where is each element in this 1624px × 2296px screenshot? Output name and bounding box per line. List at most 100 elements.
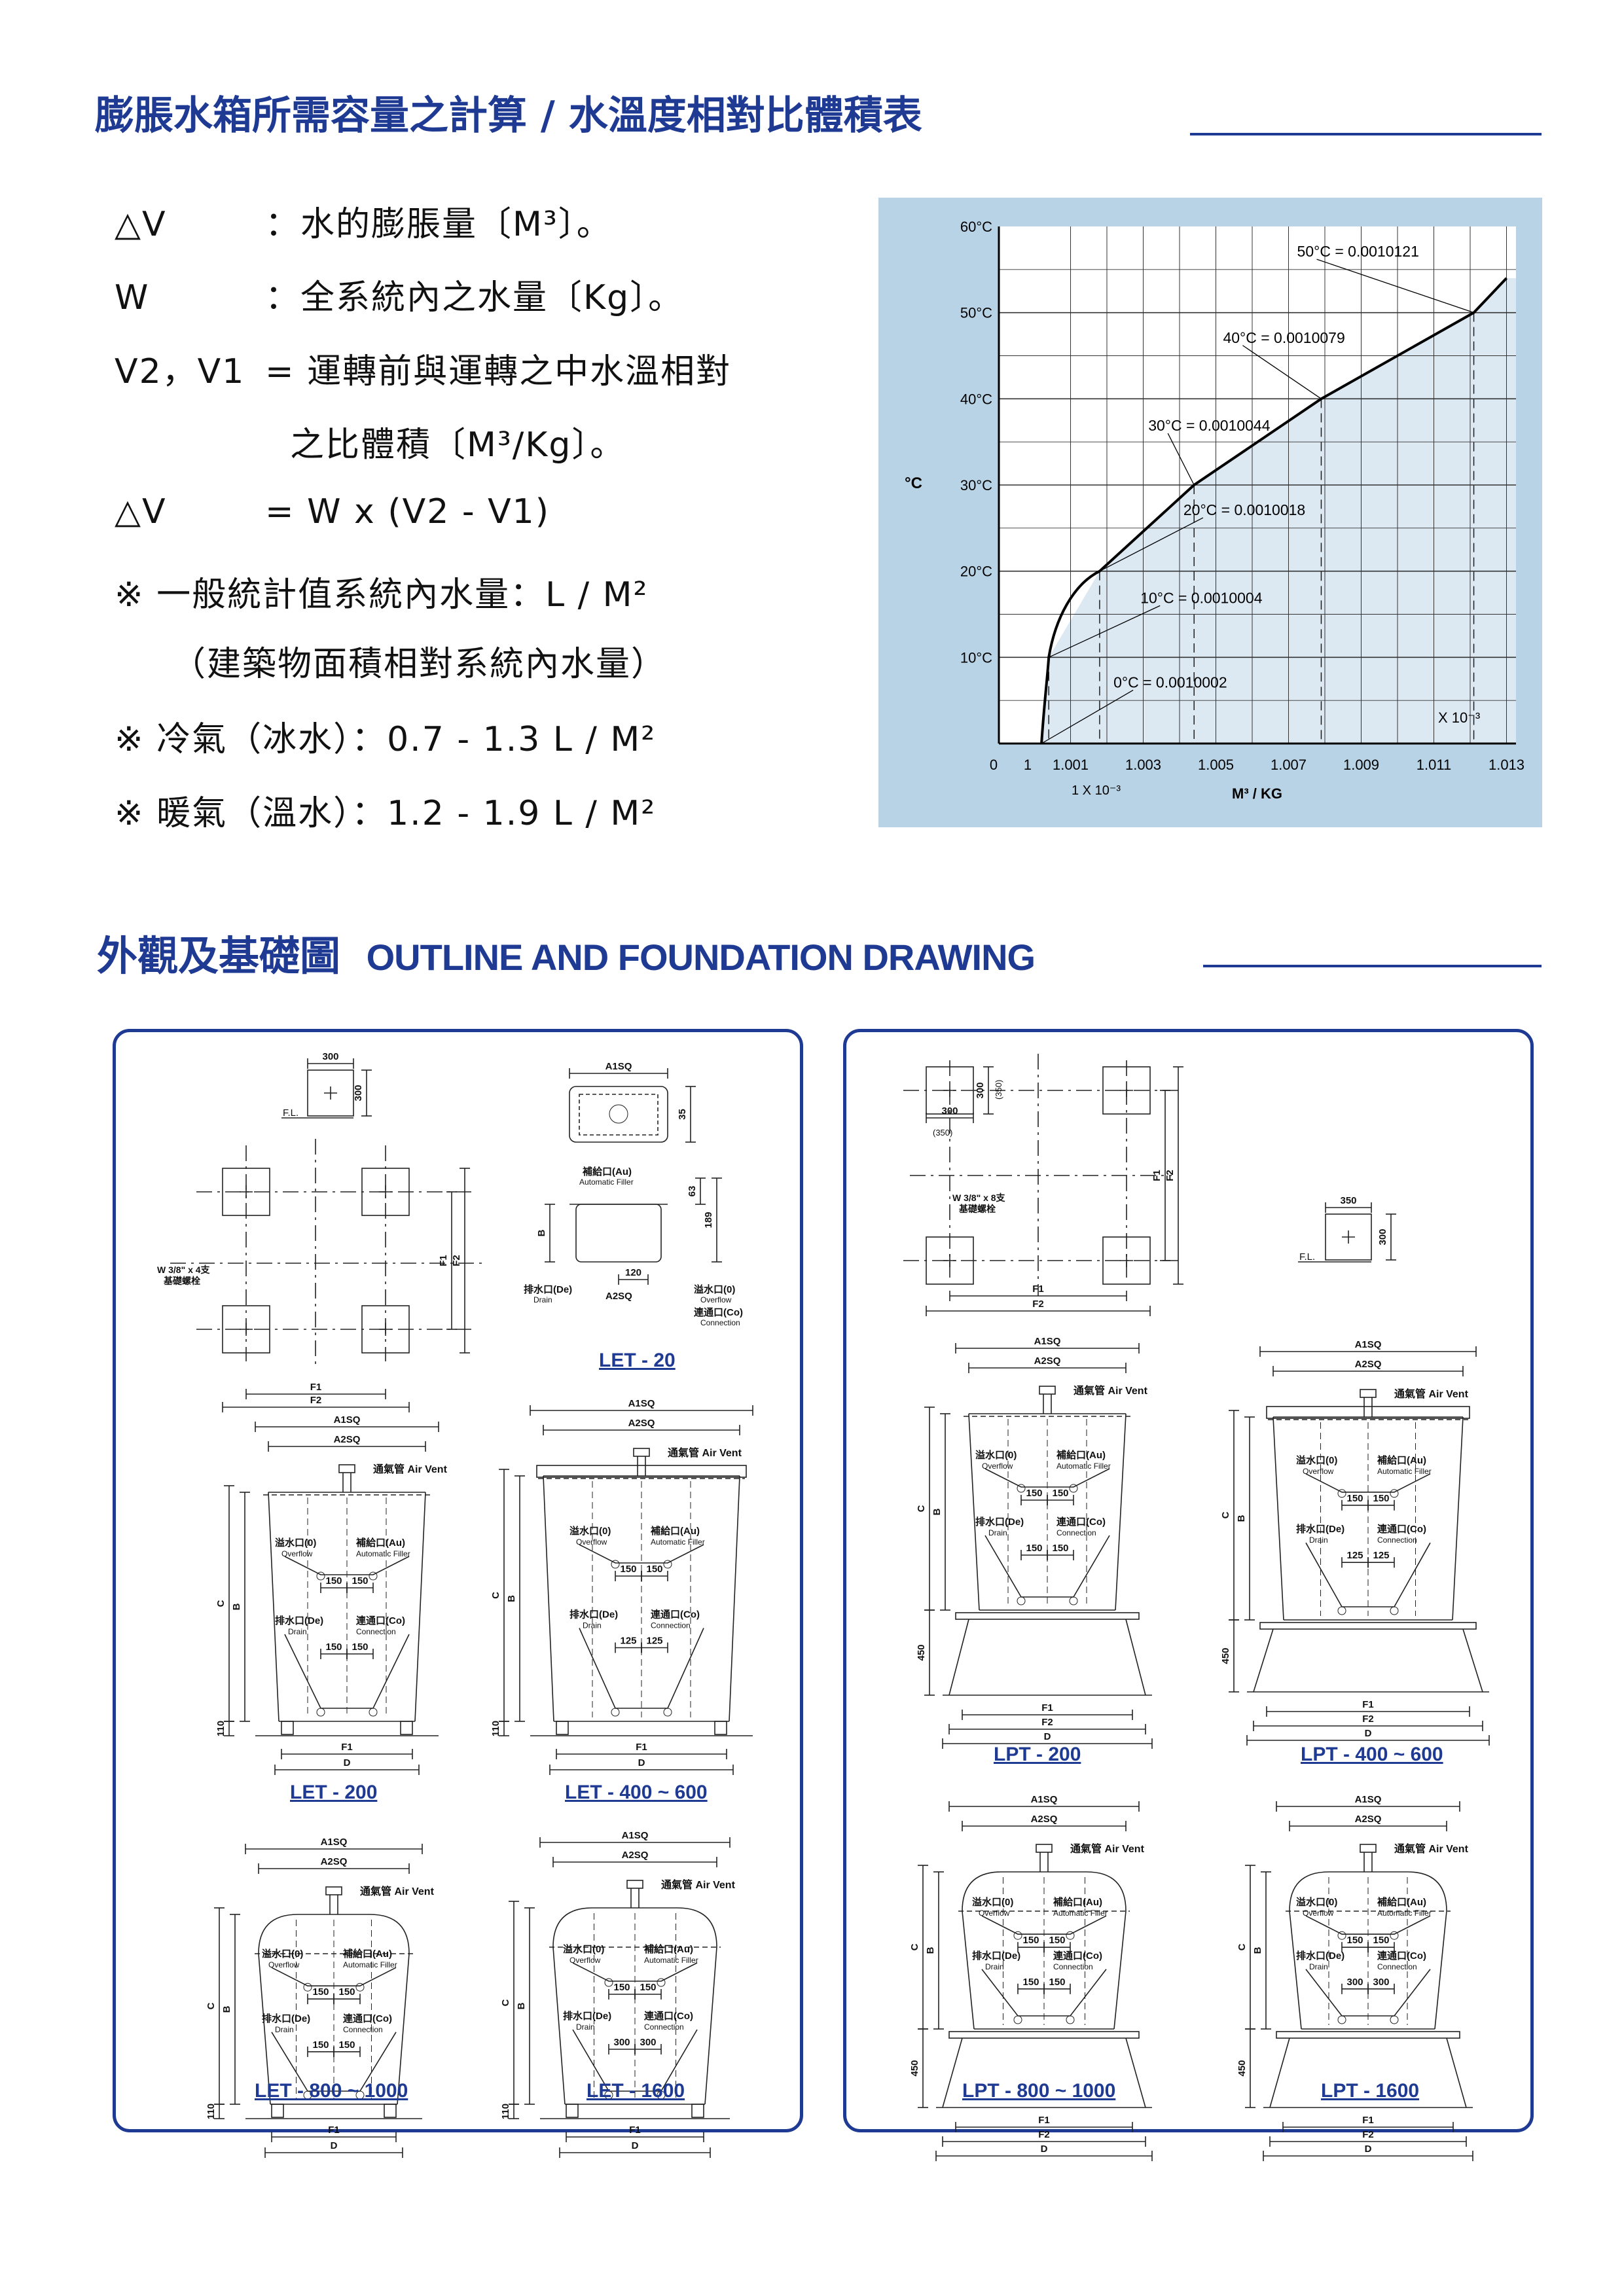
drawing-label: A2SQ <box>1031 1814 1058 1825</box>
nozzle <box>1390 1489 1399 1498</box>
chart-series-line <box>1040 277 1507 744</box>
drawing-label: D <box>632 2140 639 2151</box>
drawing-label: D <box>638 1757 645 1768</box>
drawing-label: F2 <box>1041 1717 1053 1728</box>
drawing-label: Overflow <box>576 1537 607 1547</box>
drawing-label: C <box>490 1592 501 1599</box>
x-tick-label: 1.005 <box>1198 757 1234 773</box>
drawing-label: B <box>1252 1946 1263 1954</box>
drawing-label: D <box>1044 1731 1051 1742</box>
drawing-label: F1 <box>328 2125 340 2136</box>
drawing-label: 125 <box>646 1636 662 1647</box>
formula-text: ※ 暖氣（溫水）：1.2 - 1.9 L / M² <box>115 794 657 833</box>
drawing-rect <box>1039 1386 1056 1395</box>
drawing-label: 通氣管 Air Vent <box>1394 1842 1469 1855</box>
drawing-rect <box>271 2104 284 2118</box>
drawing-line <box>1434 1910 1447 2030</box>
drawing-label: A1SQ <box>605 1061 632 1072</box>
formula-line-7: （建築物面積相對系統內水量） <box>171 636 666 685</box>
formula-text: ：全系統內之水量〔Kg〕。 <box>265 278 684 317</box>
drawing-label: 110 <box>490 1721 501 1736</box>
annotation-leader <box>1316 259 1474 314</box>
drawing-line <box>1253 1628 1274 1693</box>
drawing-label: 150 <box>312 1986 329 1998</box>
drawing-label: 排水口(De) <box>1296 1950 1344 1962</box>
calc-title: 膨脹水箱所需容量之計算 / 水溫度相對比體積表 <box>95 93 922 139</box>
x-tick-label: 0 <box>990 757 998 773</box>
drawing-label: Drain <box>1309 1962 1328 1971</box>
drawing-label: 150 <box>325 1641 342 1653</box>
drawing-label: A1SQ <box>334 1414 361 1426</box>
drawing-label: 連通口(Co) <box>644 2010 693 2022</box>
nozzle-leader <box>284 1556 410 1575</box>
drawing-label: 排水口(De) <box>972 1950 1020 1962</box>
drawing-rect <box>579 1094 659 1136</box>
drawing-rect <box>569 1086 668 1143</box>
annotation-label: 10°C = 0.0010004 <box>1140 589 1263 606</box>
nozzle <box>1013 2015 1022 2024</box>
drawing-label: 300 <box>975 1082 986 1098</box>
drawing-label: Overflow <box>700 1295 732 1304</box>
drawing-rect <box>338 1464 355 1473</box>
nozzle <box>1337 1489 1346 1498</box>
drawing-line <box>962 1910 975 2030</box>
nozzle <box>1337 1606 1346 1615</box>
y-tick-label: 30°C <box>960 477 992 493</box>
drawing-label: Connection <box>1053 1962 1093 1971</box>
nozzle <box>1069 1596 1078 1605</box>
nozzle-leader <box>579 1544 704 1564</box>
outline-title-cn: 外觀及基礎圖 <box>97 932 341 980</box>
drawing-rect <box>1325 1213 1372 1261</box>
drawing-label: 450 <box>916 1644 927 1660</box>
drawing-label: 125 <box>620 1636 636 1647</box>
formula-line-3: V2，V1= 運轉前與運轉之中水溫相對 <box>115 344 731 393</box>
nozzle <box>369 1708 378 1717</box>
drawing-label: 300 <box>1346 1977 1363 1988</box>
drawing-label: C <box>1236 1943 1248 1950</box>
drawing-label: 150 <box>1049 1935 1065 1946</box>
drawing-line <box>1272 1416 1284 1621</box>
formula-text: 之比體積〔M³/Kg〕。 <box>290 425 626 465</box>
drawing-label: 300 <box>353 1085 364 1101</box>
drawing-line <box>1125 1619 1146 1696</box>
drawing-label: W 3/8" x 4支 <box>157 1265 211 1275</box>
drawing-label: Automatic Filler <box>356 1549 410 1558</box>
drawing-label: Drain <box>288 1627 307 1636</box>
drawing-label: 通氣管 Air Vent <box>1394 1388 1469 1400</box>
drawing-label: 150 <box>1346 1935 1363 1946</box>
drawing-label: 35 <box>677 1109 688 1120</box>
annotation-label: 50°C = 0.0010121 <box>1297 243 1419 260</box>
drawing-label: 110 <box>206 2104 217 2119</box>
nozzle <box>663 1560 672 1569</box>
drawing-label: 通氣管 Air Vent <box>373 1463 448 1475</box>
drawing-label: Connection <box>700 1318 740 1327</box>
drawing-label: 450 <box>1220 1647 1231 1664</box>
drawing-label: 150 <box>1049 1977 1065 1988</box>
drawing-label: F1 <box>629 2125 641 2136</box>
nozzle <box>604 1978 613 1987</box>
drawing-label: C <box>916 1505 927 1512</box>
drawing-label: 溢水口(0) <box>275 1537 316 1549</box>
x-tick-label: 1.013 <box>1489 757 1525 773</box>
drawing-label: F1 <box>1032 1283 1044 1295</box>
drawing-label: F2 <box>451 1255 462 1266</box>
drawing-label: Automatic Filler <box>1377 1467 1432 1476</box>
drawing-label: F1 <box>341 1742 353 1753</box>
drawing-label: 補給口(Au) <box>1053 1896 1102 1908</box>
drawing-label: 300 <box>1377 1229 1388 1245</box>
drawing-label: 150 <box>620 1564 636 1575</box>
drawing-line <box>948 1619 969 1696</box>
tank-port <box>609 1104 628 1124</box>
drawing-rect <box>325 1886 342 1895</box>
nozzle <box>316 1571 325 1581</box>
drawing-label: D <box>331 2140 338 2151</box>
nozzle-leader <box>1305 1969 1431 2017</box>
drawing-rect <box>384 2104 397 2118</box>
drawing-line <box>729 1475 740 1722</box>
drawing-label: Connection <box>1377 1535 1417 1545</box>
formula-label: △V <box>115 492 167 531</box>
drawing-label: 300 <box>640 2037 656 2048</box>
drawing-line <box>1125 2037 1146 2108</box>
drawing-label: 補給口(Au) <box>1377 1896 1426 1908</box>
